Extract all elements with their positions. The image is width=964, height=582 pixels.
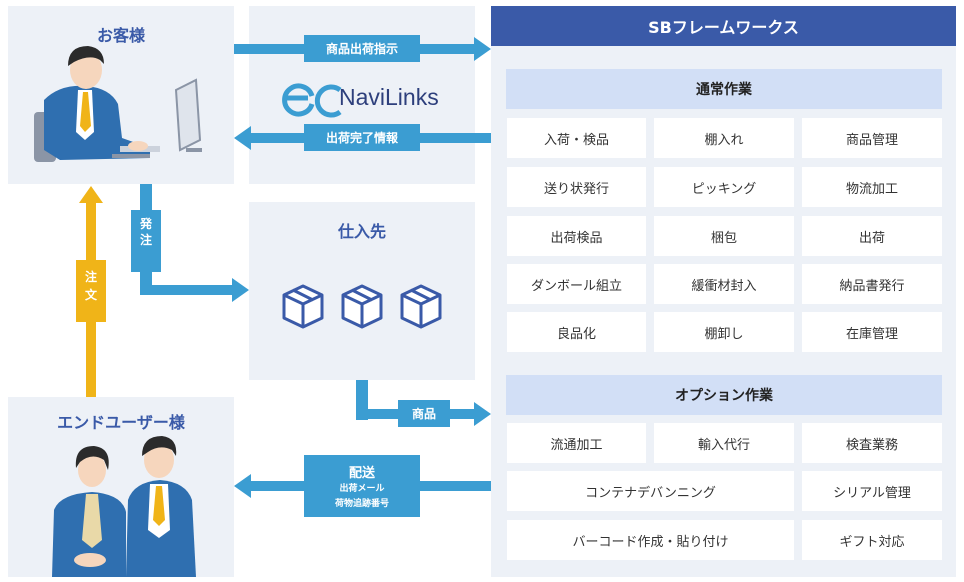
option-cell: 流通加工	[507, 423, 646, 463]
supplier-title: 仕入先	[337, 222, 386, 241]
customer-title: お客様	[96, 26, 145, 45]
label-purchase-order: 発注	[139, 217, 152, 247]
sb-header: SBフレームワークス	[491, 6, 956, 46]
box-icon	[282, 284, 324, 329]
task-cell: 在庫管理	[802, 312, 942, 352]
navilinks-logo-text: NaviLinks	[339, 84, 439, 110]
option-cell: 輸入代行	[654, 423, 794, 463]
task-cell: 入荷・検品	[507, 118, 646, 158]
task-cell: 梱包	[654, 216, 794, 256]
end-user-panel: エンドユーザー様	[8, 397, 234, 577]
task-cell: 出荷	[802, 216, 942, 256]
end-user-title: エンドユーザー様	[57, 413, 185, 432]
label-order: 注文	[84, 270, 97, 302]
end-user-illustration	[52, 436, 196, 577]
task-cell: 棚入れ	[654, 118, 794, 158]
task-cell: ダンボール組立	[507, 264, 646, 304]
navilinks-logo-icon	[282, 83, 342, 118]
label-order-instruction: 商品出荷指示	[325, 42, 398, 56]
normal-work-title: 通常作業	[506, 69, 942, 109]
label-delivery: 配送	[348, 466, 375, 481]
option-cell: バーコード作成・貼り付け	[507, 520, 794, 560]
label-delivery-sub1: 出荷メール	[339, 484, 385, 494]
task-cell: 送り状発行	[507, 167, 646, 207]
option-work-title: オプション作業	[506, 375, 942, 415]
box-icon	[400, 284, 442, 329]
task-cell: 商品管理	[802, 118, 942, 158]
option-cell: コンテナデバンニング	[507, 471, 794, 511]
task-cell: 納品書発行	[802, 264, 942, 304]
label-goods: 商品	[411, 407, 436, 421]
option-cell: 検査業務	[802, 423, 942, 463]
task-cell: 緩衝材封入	[654, 264, 794, 304]
task-cell: 物流加工	[802, 167, 942, 207]
option-cell: シリアル管理	[802, 471, 942, 511]
label-delivery-sub2: 荷物追跡番号	[334, 499, 389, 509]
customer-illustration	[34, 46, 202, 162]
task-cell: ピッキング	[654, 167, 794, 207]
task-cell: 棚卸し	[654, 312, 794, 352]
task-cell: 良品化	[507, 312, 646, 352]
box-icon	[341, 284, 383, 329]
label-shipping-complete: 出荷完了情報	[325, 131, 398, 145]
task-cell: 出荷検品	[507, 216, 646, 256]
option-cell: ギフト対応	[802, 520, 942, 560]
